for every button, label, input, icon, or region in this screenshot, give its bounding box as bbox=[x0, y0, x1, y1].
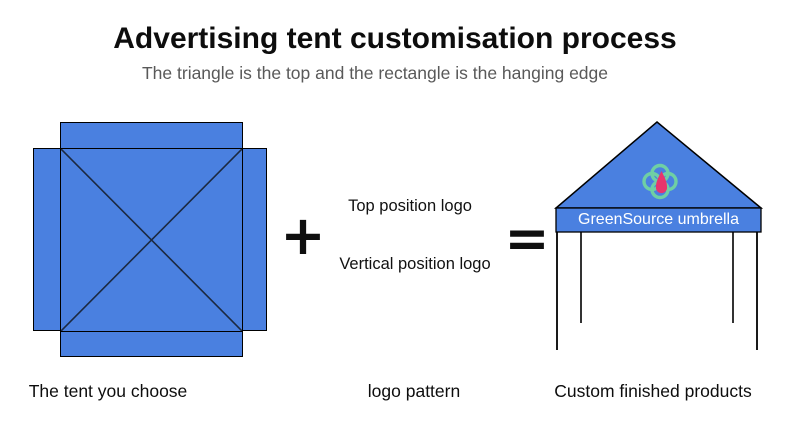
tent-square-canopy bbox=[60, 148, 243, 332]
green-clover-logo-icon bbox=[642, 163, 678, 200]
caption-logo-pattern: logo pattern bbox=[367, 381, 461, 401]
tent-flap-right bbox=[241, 148, 267, 331]
tent-banner-rect bbox=[555, 207, 762, 233]
tent-flap-bottom bbox=[60, 331, 243, 357]
banner-brand-text: GreenSource umbrella bbox=[578, 211, 739, 228]
equals-icon: = bbox=[504, 207, 550, 270]
plus-icon: + bbox=[280, 204, 326, 267]
caption-tent-choice: The tent you choose bbox=[28, 381, 188, 401]
top-position-logo-label: Top position logo bbox=[348, 197, 472, 215]
vertical-position-logo-label: Vertical position logo bbox=[339, 255, 491, 273]
tent-cross-lines-icon bbox=[61, 149, 242, 331]
tent-flap-top bbox=[60, 122, 243, 149]
finished-tent-illustration bbox=[553, 121, 764, 350]
page-subtitle: The triangle is the top and the rectangl… bbox=[141, 63, 609, 83]
page-title: Advertising tent customisation process bbox=[113, 22, 677, 55]
pink-teardrop-icon bbox=[655, 171, 668, 194]
caption-finished-products: Custom finished products bbox=[554, 381, 752, 401]
tent-flap-left bbox=[33, 148, 61, 331]
